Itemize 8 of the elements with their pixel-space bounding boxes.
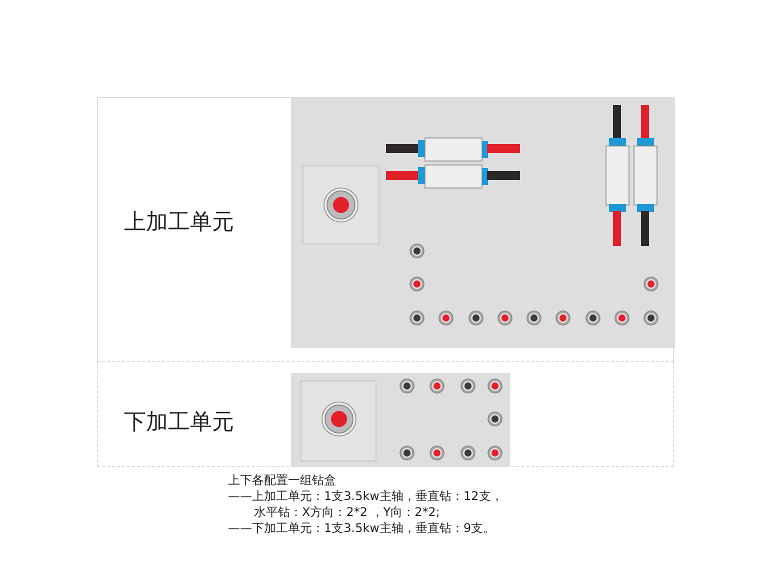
unit-section bbox=[97, 97, 674, 361]
note-text: 上下各配置一组钻盒 bbox=[228, 472, 336, 488]
note-text: ——上加工单元：1支3.5kw主轴，垂直钻：12支， bbox=[228, 488, 503, 504]
note-text: ——下加工单元：1支3.5kw主轴，垂直钻：9支。 bbox=[228, 520, 496, 536]
section-title: 下加工单元 bbox=[124, 409, 234, 437]
section-title: 上加工单元 bbox=[124, 209, 234, 237]
note-text: 水平钻：X方向：2*2 ，Y向：2*2; bbox=[254, 504, 440, 520]
unit-section bbox=[97, 361, 674, 467]
